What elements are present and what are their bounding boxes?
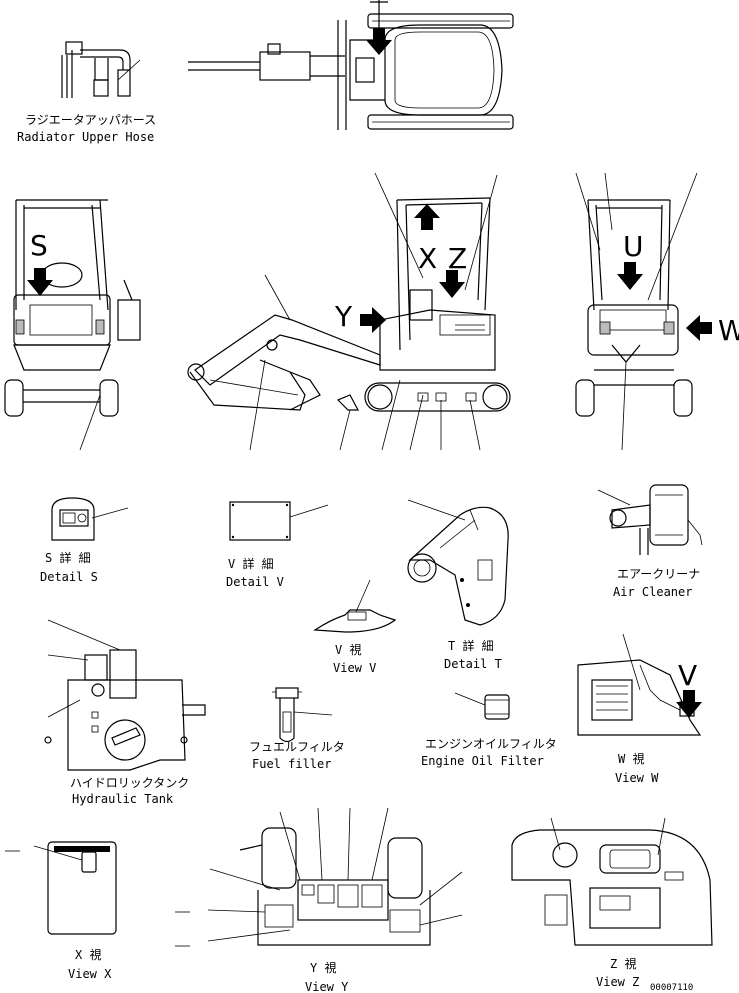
view-z-label-jp: Z 視 [610,956,636,971]
radiator-upper-hose-illustration [61,41,141,98]
engine-oil-filter-label-en: Engine Oil Filter [421,754,544,768]
excavator-top-view [188,13,514,130]
view-z-illustration [511,817,713,946]
callout-letter-u: U [623,230,644,263]
air-cleaner-label-jp: エアークリーナ [617,567,700,581]
fuel-filler-label-jp: フュエルフィルタ [249,740,345,754]
detail-t-label-jp: T 詳 細 [448,638,494,653]
callout-letter-z: Z [448,242,467,275]
radiator-upper-hose-label-jp: ラジエータアッパホース [25,113,156,127]
excavator-front-view-right [575,172,698,451]
drawing-number: 00007110 [650,983,693,993]
detail-t-illustration [407,499,509,626]
callout-letter-v: V [678,659,697,692]
view-x-label-en: View X [68,967,112,981]
detail-s-label-en: Detail S [40,570,98,584]
hydraulic-tank-label-en: Hydraulic Tank [72,792,174,806]
view-y-illustration [175,807,463,947]
radiator-upper-hose-label-en: Radiator Upper Hose [17,130,154,144]
engine-oil-filter-label-jp: エンジンオイルフィルタ [425,737,557,751]
callout-letter-x: X [418,242,437,275]
detail-v-label-en: Detail V [226,575,284,589]
excavator-rear-view-left [4,199,141,451]
fuel-filler-label-en: Fuel filler [252,757,331,771]
arrow-s [27,268,53,296]
view-w-label-en: View W [615,771,659,785]
engine-oil-filter-illustration [454,692,510,720]
arrow-u [617,262,643,290]
view-w-label-jp: W 視 [618,751,644,766]
view-v-label-en: View V [333,661,376,675]
arrow-up [414,204,440,230]
callout-letter-y: Y [334,300,353,333]
arrow-w [686,315,712,341]
air-cleaner-illustration [597,484,703,555]
callout-letter-s: S [30,229,48,262]
callout-letter-w: W [718,314,739,347]
view-v-label-jp: V 視 [335,642,361,657]
fuel-filler-illustration [272,687,333,743]
hydraulic-tank-label-jp: ハイドロリックタンク [70,776,189,790]
view-y-label-en: View Y [305,980,349,993]
excavator-side-view [187,172,511,451]
detail-v-illustration [229,501,329,541]
air-cleaner-label-en: Air Cleaner [613,585,692,599]
arrow-z [439,270,465,298]
view-v-illustration [313,579,397,633]
detail-s-label-jp: S 詳 細 [45,550,91,565]
detail-s-illustration [51,497,129,541]
detail-t-label-en: Detail T [444,657,502,671]
view-y-label-jp: Y 視 [310,960,336,975]
detail-v-label-jp: V 詳 細 [228,556,274,571]
hydraulic-tank-illustration [44,619,206,771]
arrow-y [360,307,386,333]
view-x-label-jp: X 視 [75,947,101,962]
view-z-label-en: View Z [596,975,639,989]
view-w-illustration [577,633,702,736]
arrow-v [676,690,702,718]
view-x-illustration [5,841,117,935]
arrow-t [366,0,392,55]
